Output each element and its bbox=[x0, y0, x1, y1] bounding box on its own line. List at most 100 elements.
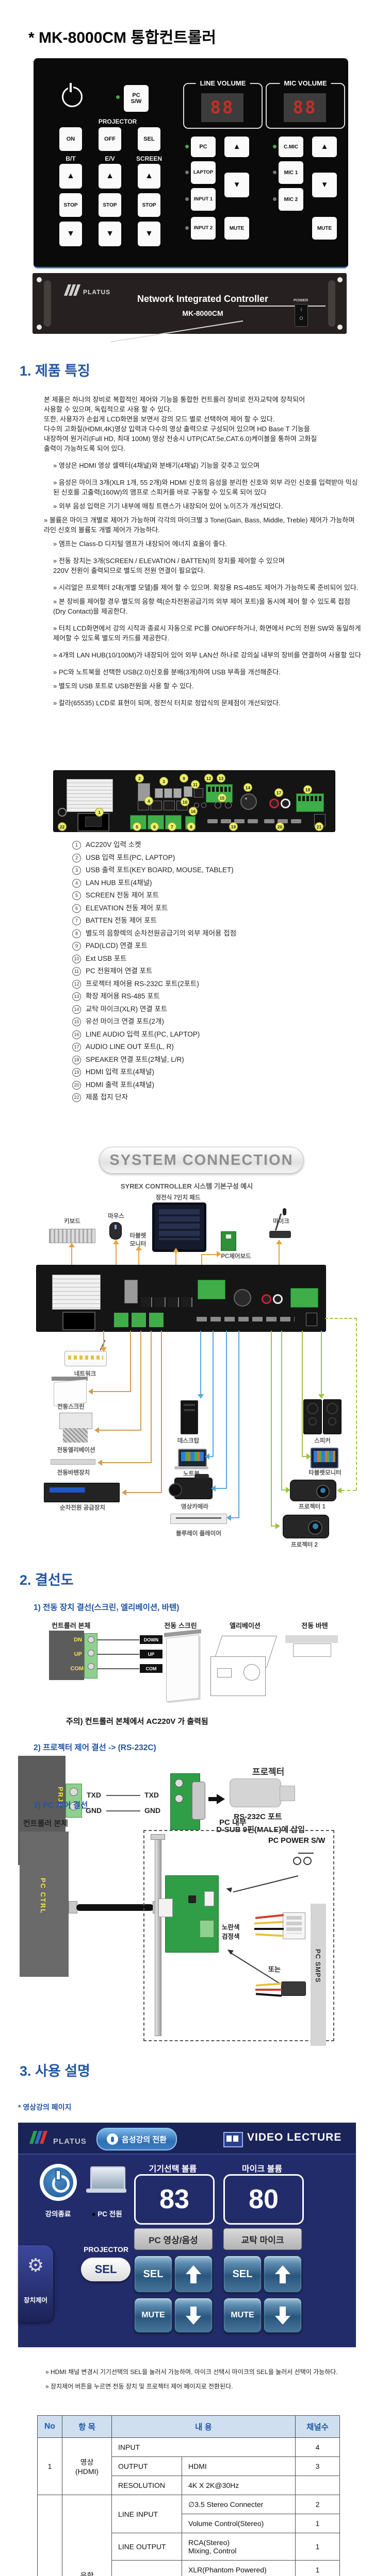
projector-sel-button[interactable]: SEL bbox=[81, 2258, 131, 2281]
feature-item: » 영상은 HDMI 영상 셀렉터(4채널)와 분배기(4채널) 기능을 갖추고… bbox=[53, 462, 260, 469]
mic-volume-up-button[interactable] bbox=[264, 2256, 302, 2293]
ev-down-button[interactable]: ▼ bbox=[99, 222, 121, 246]
feature-item: » 외부 음성 입력은 기기 내부에 매칭 트랜스가 내장되어 있어 노이즈가 … bbox=[53, 502, 283, 510]
mic1-led bbox=[273, 171, 277, 174]
hdmi-ports bbox=[197, 1317, 295, 1321]
line-input2-button[interactable]: INPUT 2 bbox=[191, 217, 216, 240]
spec-cell: 음향 (AUDIO) bbox=[62, 2495, 112, 2576]
device-mute-button[interactable]: MUTE bbox=[134, 2298, 172, 2333]
line-input1-button[interactable]: INPUT 1 bbox=[191, 188, 216, 211]
tablet2-label: 타블렛모니터 bbox=[308, 1470, 342, 1476]
arrow-line bbox=[140, 1331, 141, 1430]
port-label: LAN HUB 포트(4채널) bbox=[86, 878, 152, 887]
laptop-base bbox=[86, 2189, 126, 2193]
bt-down-button[interactable]: ▼ bbox=[59, 222, 82, 246]
bt-up-button[interactable]: ▲ bbox=[59, 164, 82, 189]
rack-model: MK-8000CM bbox=[182, 309, 223, 317]
mic-volume-down-button[interactable] bbox=[264, 2298, 302, 2333]
pc-power-label: ● PC 전원 bbox=[91, 2210, 122, 2218]
screen-up-button[interactable]: ▲ bbox=[138, 164, 160, 189]
pc-inside-label: PC 내부 bbox=[219, 1818, 247, 1827]
port-num: 13 bbox=[72, 992, 81, 1001]
mic-mute-button[interactable]: MUTE bbox=[312, 217, 337, 240]
pc-smps-bar: PC SMPS bbox=[311, 1904, 326, 2046]
lan-port bbox=[151, 801, 162, 810]
spec-cell: 3 bbox=[295, 2456, 340, 2476]
spec-header: 내 용 bbox=[111, 2415, 296, 2438]
rack-power-switch[interactable]: I O bbox=[295, 304, 308, 327]
line-pc-button[interactable]: PC bbox=[191, 137, 216, 157]
device-volume-up-button[interactable] bbox=[174, 2256, 213, 2293]
callout-10: 10 bbox=[181, 798, 189, 806]
feature-item: » 별도의 USB 포트로 USB전원을 사용 할 수 있다. bbox=[53, 682, 194, 690]
mic-down-button[interactable]: ▼ bbox=[312, 173, 337, 197]
feature-item: » 전동 장치는 3개(SCREEN / ELEVATION / BATTEN)… bbox=[53, 557, 285, 574]
controller-body-block: DN UP COM bbox=[49, 1631, 84, 1680]
mic-mute-button[interactable]: MUTE bbox=[223, 2298, 262, 2333]
mic-sel-button[interactable]: SEL bbox=[223, 2256, 262, 2293]
features-intro: 본 제품은 하나의 장비로 복합적인 제어와 기능을 통합한 컨트롤러 장비로 … bbox=[44, 396, 317, 452]
projector1-label: 프로젝터 1 bbox=[299, 1504, 326, 1510]
usage-page-label: * 영상강의 페이지 bbox=[18, 2103, 72, 2111]
line-laptop-button[interactable]: LAPTOP bbox=[191, 161, 216, 184]
rear-panel-photo: 2 3 9 11 12 13 14 17 18 4 10 16 15 22 1 … bbox=[53, 770, 335, 832]
rs232-485-terminal bbox=[198, 1280, 225, 1299]
rca-left-jack bbox=[281, 799, 290, 808]
dn-label: DN bbox=[74, 1637, 82, 1643]
projector-off-button[interactable]: OFF bbox=[99, 127, 121, 151]
port-label: USB 출력 포트(KEY BOARD, MOUSE, TABLET) bbox=[86, 866, 234, 874]
device-sel-button[interactable]: SEL bbox=[134, 2256, 172, 2293]
controller-body-label: 컨트롤러 본체 bbox=[52, 1622, 91, 1630]
line-mute-button[interactable]: MUTE bbox=[224, 217, 249, 240]
ev-label: E/V bbox=[105, 155, 115, 162]
arrow-line bbox=[201, 1254, 218, 1255]
projector-connector-body bbox=[230, 1778, 281, 1807]
speaker-terminal bbox=[290, 1288, 318, 1308]
arrow-head bbox=[94, 1427, 99, 1433]
mic1-button[interactable]: MIC 1 bbox=[279, 161, 303, 184]
line-down-button[interactable]: ▼ bbox=[224, 173, 249, 197]
line-up-button[interactable]: ▲ bbox=[224, 137, 249, 157]
hdbaset-line bbox=[356, 1318, 357, 1490]
pc-sw-button[interactable]: PC S/W bbox=[124, 85, 149, 112]
ev-stop-button[interactable]: STOP bbox=[99, 193, 121, 217]
system-connection-banner: SYSTEM CONNECTION bbox=[99, 1147, 304, 1174]
arrow-line bbox=[126, 1492, 162, 1493]
arrow-head bbox=[217, 1251, 221, 1257]
sata-connector bbox=[281, 1981, 306, 1996]
device-volume-down-button[interactable] bbox=[174, 2298, 213, 2333]
screw-icon bbox=[37, 325, 42, 330]
device-source-button[interactable]: PC 영상/음성 bbox=[134, 2228, 213, 2250]
callout-7: 7 bbox=[168, 822, 176, 831]
projector1-icon bbox=[290, 1480, 336, 1501]
feature-item: » 볼륨은 마이크 개별로 제어가 가능하며 각각의 마이크별 3 Tone(G… bbox=[44, 516, 355, 534]
prjt-label: PRJT bbox=[57, 1787, 64, 1808]
port-label: SCREEN 전동 제어 포트 bbox=[86, 891, 159, 899]
arrow-head bbox=[276, 1240, 282, 1244]
projector-on-button[interactable]: ON bbox=[59, 127, 82, 151]
arrow-head bbox=[306, 1453, 311, 1460]
screen-stop-button[interactable]: STOP bbox=[138, 193, 160, 217]
projector-sel-button[interactable]: SEL bbox=[138, 127, 160, 151]
switch-on-label: I bbox=[300, 307, 302, 312]
arrow-line bbox=[281, 1331, 282, 1490]
device-control-label: 장치제어 bbox=[23, 2297, 47, 2304]
spec-cell: INPUT bbox=[111, 2437, 296, 2457]
motor-batten-icon bbox=[51, 1459, 95, 1465]
screen-down-button[interactable]: ▼ bbox=[138, 222, 160, 246]
cmic-button[interactable]: C.MIC bbox=[279, 137, 303, 157]
rs232-caption1: RS-232C 포트 bbox=[234, 1812, 282, 1821]
hdmi-port bbox=[291, 819, 301, 823]
voice-lecture-button[interactable]: 음성강의 전환 bbox=[96, 2128, 177, 2150]
mic-source-button[interactable]: 교탁 마이크 bbox=[223, 2228, 302, 2250]
bt-stop-button[interactable]: STOP bbox=[59, 193, 82, 217]
mic-up-button[interactable]: ▲ bbox=[312, 137, 337, 157]
device-control-tab[interactable]: ⚙ 장치제어 bbox=[18, 2245, 53, 2323]
callout-13: 13 bbox=[217, 774, 225, 783]
end-lecture-button[interactable] bbox=[40, 2164, 77, 2201]
mic2-button[interactable]: MIC 2 bbox=[279, 188, 303, 211]
port-label: HDMI 출력 포트(4채널) bbox=[86, 1080, 155, 1089]
motor-screen-label: 전동스크린 bbox=[57, 1404, 85, 1410]
ev-up-button[interactable]: ▲ bbox=[99, 164, 121, 189]
